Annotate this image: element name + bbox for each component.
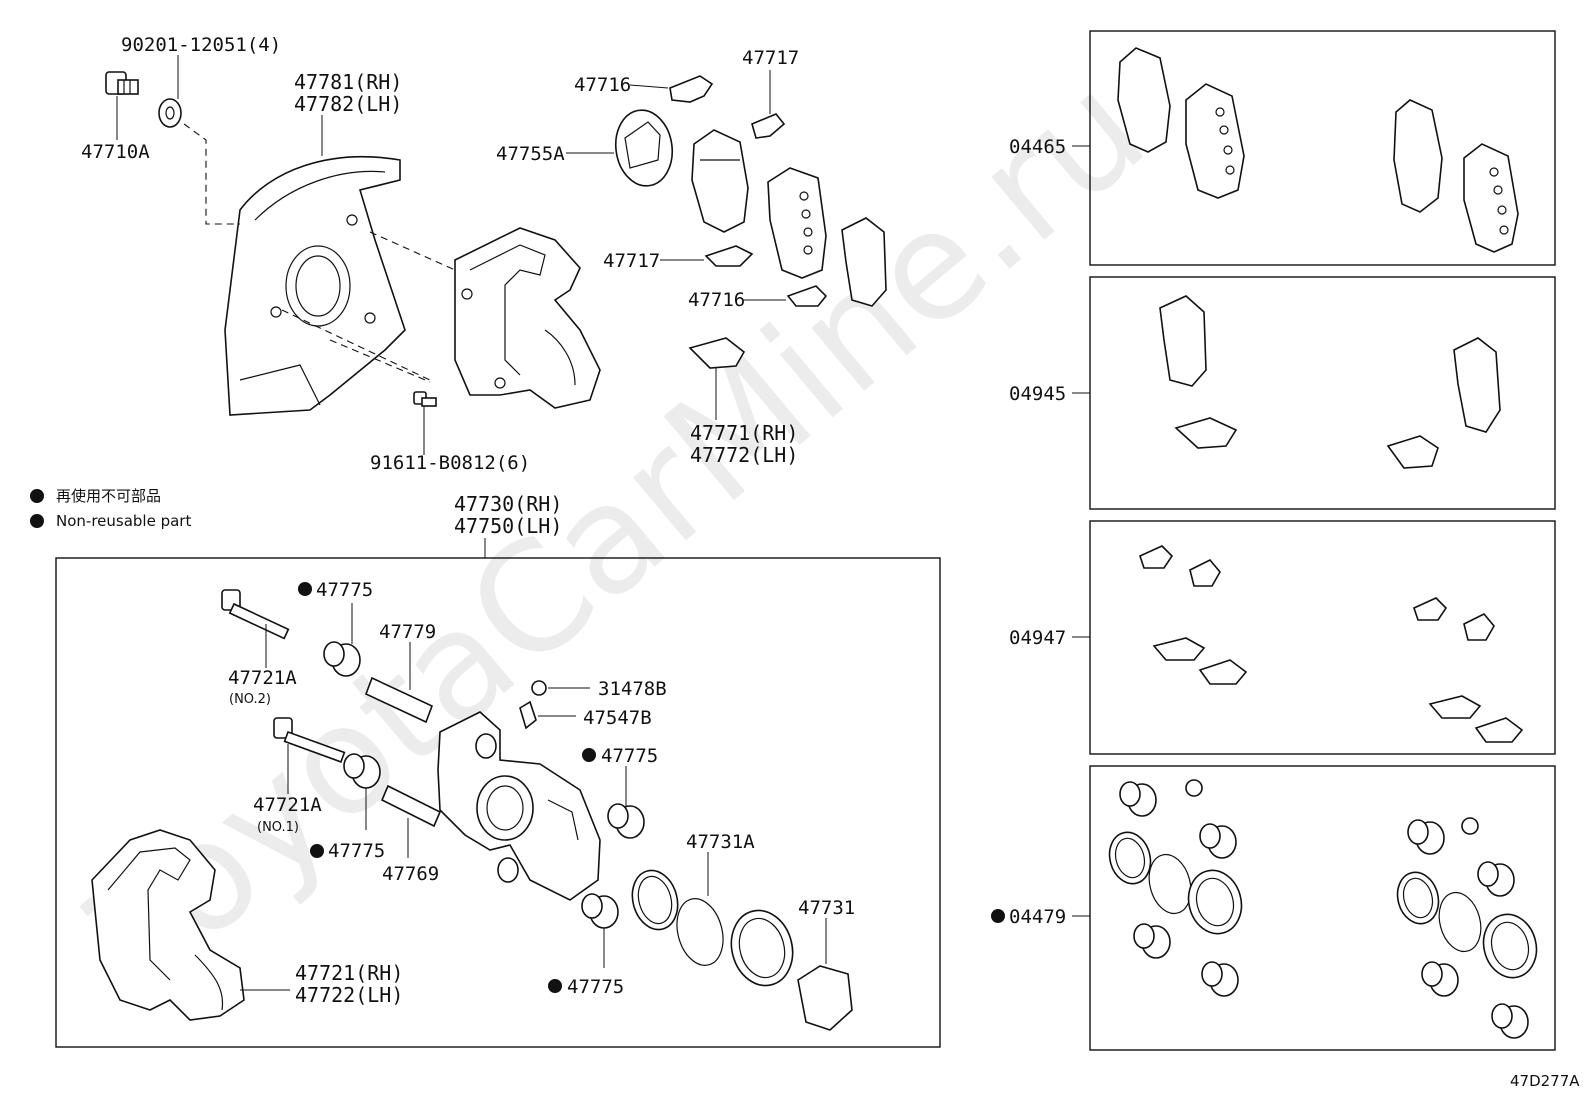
legend: 再使用不可部品 Non-reusable part — [30, 487, 191, 530]
label-piston: 47731 — [798, 897, 855, 919]
label-boot-4: 47775 — [567, 976, 624, 998]
kit-code-04465: 04465 — [1009, 136, 1066, 158]
legend-text-en: Non-reusable part — [56, 512, 191, 530]
nonreusable-mark-boot-3 — [310, 844, 324, 858]
label-47710a: 47710A — [81, 141, 150, 163]
caliper-assembly-box — [55, 557, 941, 1048]
nonreusable-mark-boot-2 — [582, 748, 596, 762]
label-dust-cover-lh: 47782(LH) — [294, 92, 402, 116]
label-boot-3: 47775 — [328, 840, 385, 862]
piston-seal-drawing — [631, 852, 724, 966]
label-bolt-no1-note: (NO.1) — [257, 820, 299, 835]
kit-04479-parts — [1108, 779, 1538, 1039]
label-mounting-rh: 47721(RH) — [295, 961, 403, 985]
boot-1-drawing — [323, 603, 361, 677]
label-dust-cover-rh: 47781(RH) — [294, 70, 402, 94]
label-spring-rh: 47771(RH) — [690, 421, 798, 445]
pad-outer-drawing — [767, 167, 827, 279]
slide-pin-lower-drawing — [380, 784, 442, 858]
clip-47716-upper-drawing — [629, 75, 714, 103]
caliper-body-drawing — [437, 711, 601, 901]
label-spring-lh: 47772(LH) — [690, 443, 798, 467]
label-47717-upper: 47717 — [742, 47, 799, 69]
mounting-lower-drawing — [91, 829, 290, 1021]
label-bolt-no2-note: (NO.2) — [229, 692, 271, 707]
bleeder-drawing — [519, 680, 590, 730]
label-bleeder-plug: 47547B — [583, 707, 652, 729]
slide-pin-upper-drawing — [364, 642, 434, 724]
shim-right-drawing — [841, 217, 887, 307]
kit-code-04479: 04479 — [1009, 906, 1066, 928]
bolt-47710a-drawing — [105, 71, 139, 140]
label-slide-pin-lower: 47769 — [382, 863, 439, 885]
label-bolt-no2: 47721A — [228, 667, 297, 689]
spring-drawing — [688, 337, 746, 420]
label-47716-upper: 47716 — [574, 74, 631, 96]
label-bolt-no1: 47721A — [253, 794, 322, 816]
kit-code-04945: 04945 — [1009, 383, 1066, 405]
pads-group — [566, 70, 887, 420]
kit-box-04479 — [1089, 765, 1556, 1051]
label-caliper-lh: 47750(LH) — [454, 514, 562, 538]
boot-4-drawing — [581, 893, 619, 968]
bracket-upper-drawing — [454, 227, 601, 409]
label-mounting-lh: 47722(LH) — [295, 983, 403, 1007]
screw-drawing — [413, 391, 437, 455]
label-boot-1: 47775 — [316, 579, 373, 601]
nonreusable-mark-04479 — [991, 909, 1005, 923]
label-caliper-rh: 47730(RH) — [454, 492, 562, 516]
label-shim: 47755A — [496, 143, 565, 165]
label-47717-lower: 47717 — [603, 250, 660, 272]
dust-cover-drawing — [224, 115, 406, 416]
washer-drawing — [158, 55, 182, 128]
nonreusable-mark-boot-4 — [548, 979, 562, 993]
label-47716-lower: 47716 — [688, 289, 745, 311]
legend-text-ja: 再使用不可部品 — [56, 487, 161, 505]
kit-04945-parts — [1159, 295, 1501, 469]
shim-drawing — [566, 109, 674, 187]
legend-bullet-ja — [30, 489, 44, 503]
kit-04947-parts — [1139, 545, 1524, 743]
piston-drawing — [730, 909, 853, 1031]
caliper-parts — [91, 589, 853, 1031]
bolt-no1-drawing — [273, 717, 346, 794]
label-piston-seal: 47731A — [686, 831, 755, 853]
kit-04465-parts — [1117, 47, 1519, 253]
clip-47717-lower-drawing — [660, 245, 754, 267]
nonreusable-mark-boot-1 — [298, 582, 312, 596]
label-washer: 90201-12051(4) — [121, 34, 281, 56]
clip-47717-upper-drawing — [751, 70, 786, 139]
kit-box-04465 — [1089, 30, 1556, 266]
kit-code-04947: 04947 — [1009, 627, 1066, 649]
legend-bullet-en — [30, 514, 44, 528]
bolt-no2-drawing — [221, 589, 290, 668]
pad-inner-drawing — [691, 129, 749, 233]
diagram-reference-code: 47D277A — [1510, 1072, 1580, 1090]
label-bleeder-cap: 31478B — [598, 678, 667, 700]
label-boot-2: 47775 — [601, 745, 658, 767]
boot-3-drawing — [343, 753, 381, 830]
label-screw: 91611-B0812(6) — [370, 452, 530, 474]
dust-cover-group — [105, 55, 601, 455]
boot-2-drawing — [607, 766, 645, 839]
clip-47716-lower-drawing — [742, 285, 828, 307]
watermark: ToyotaCarMine.ru — [61, 42, 1177, 1018]
label-slide-pin-upper: 47779 — [379, 621, 436, 643]
